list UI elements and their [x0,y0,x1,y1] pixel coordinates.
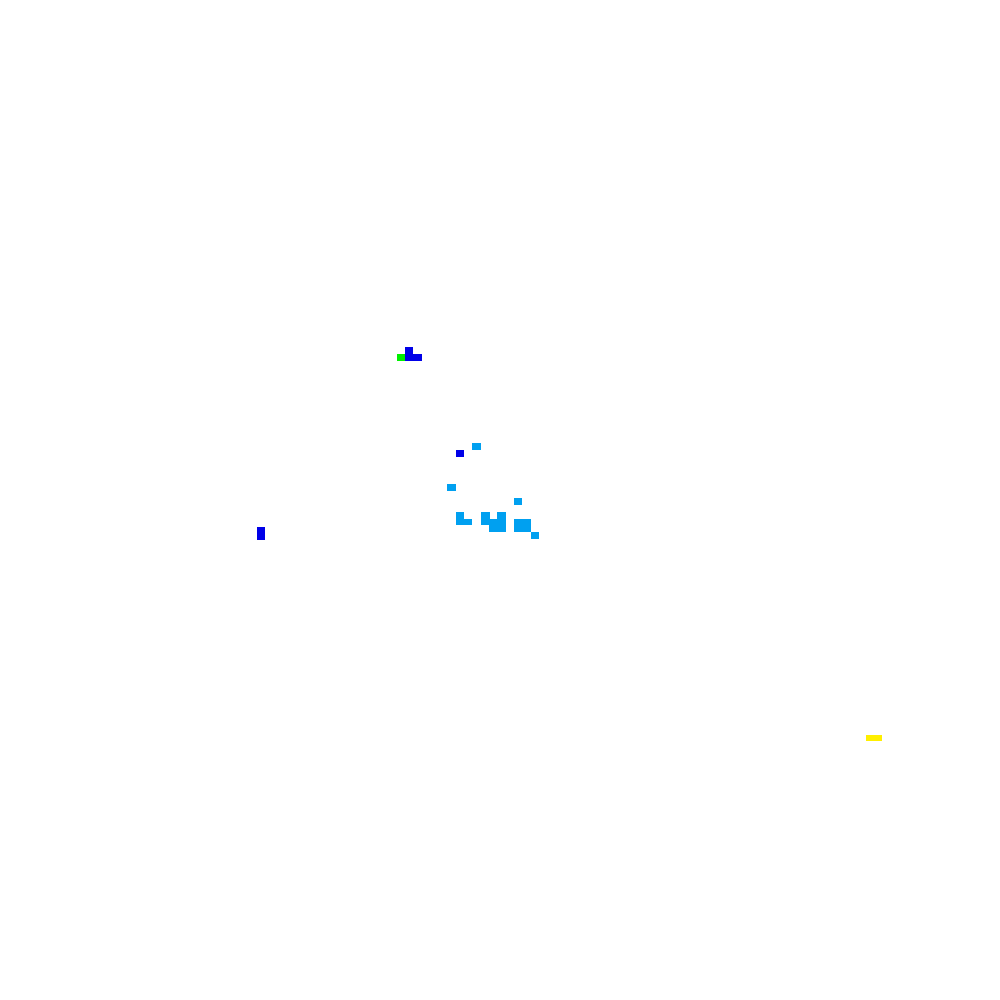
light-blue-cluster-pixel [489,519,506,532]
light-blue-cluster-pixel [514,498,522,505]
light-blue-cluster-pixel [456,512,464,519]
light-blue-cluster-pixel [447,484,456,491]
light-blue-cluster-pixel [531,532,539,539]
isolated-blue-pixel [257,527,265,540]
light-blue-cluster-pixel [514,519,531,532]
blue-cluster-pixel [405,347,413,354]
light-blue-cluster-pixel [497,512,506,519]
light-blue-cluster-pixel [481,512,490,519]
light-blue-cluster-pixel [472,443,481,450]
isolated-blue-pixel [456,450,464,457]
yellow-mark-pixel [866,735,882,741]
light-blue-cluster-pixel [456,519,472,525]
blue-cluster-pixel [397,354,405,361]
light-blue-cluster-pixel [481,519,489,525]
blue-cluster-pixel [405,354,422,361]
